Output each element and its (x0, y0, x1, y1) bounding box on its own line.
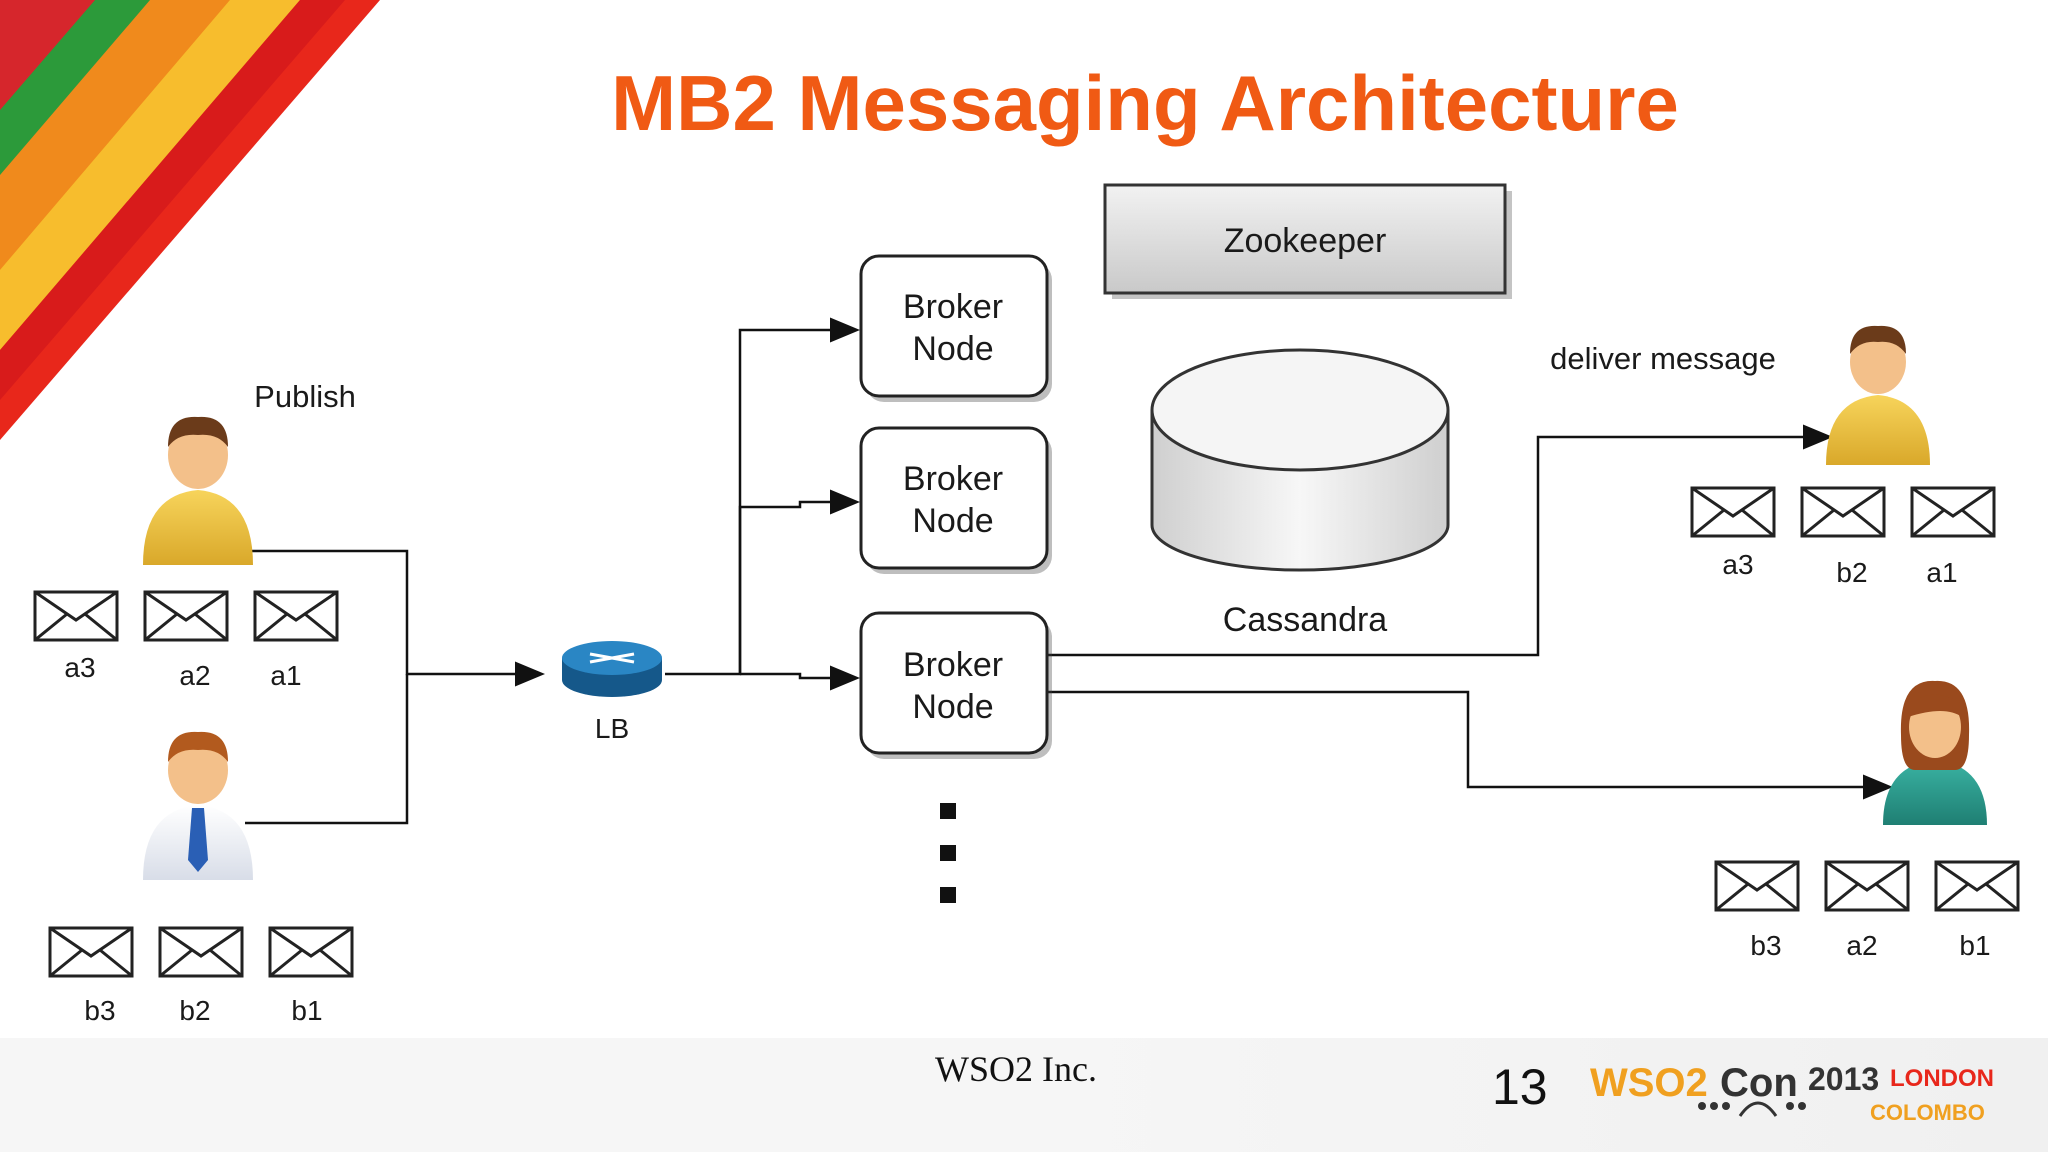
message-label: b1 (291, 995, 322, 1026)
cassandra-label: Cassandra (1223, 601, 1388, 639)
svg-text:2013: 2013 (1808, 1061, 1879, 1097)
message-label: a3 (1722, 549, 1753, 580)
lb-label: LB (595, 713, 629, 744)
subscriber-1-messages: a3 b2 a1 (1690, 486, 1996, 588)
envelope-icon (1690, 486, 1776, 538)
message-label: b1 (1959, 930, 1990, 961)
cassandra-database-icon (1150, 348, 1450, 572)
broker-node-3-line1: Broker (903, 646, 1003, 684)
envelope-icon (268, 926, 354, 978)
broker-node-1-line2: Node (912, 330, 993, 368)
broker-node-1: Broker Node (859, 254, 1052, 402)
svg-text:COLOMBO: COLOMBO (1870, 1100, 1985, 1125)
svg-text:WSO2: WSO2 (1590, 1061, 1708, 1105)
message-label: a2 (179, 660, 210, 691)
envelope-icon (1800, 486, 1886, 538)
footer-company: WSO2 Inc. (935, 1049, 1097, 1089)
envelope-icon (1824, 860, 1910, 912)
wso2con-logo: WSO2 Con 2013 LONDON COLOMBO (1590, 1061, 1994, 1125)
message-label: a1 (1926, 557, 1957, 588)
envelope-icon (253, 590, 339, 642)
envelope-icon (33, 590, 119, 642)
envelope-icon (48, 926, 134, 978)
publisher-2-avatar (143, 731, 253, 880)
broker-node-2: Broker Node (859, 426, 1052, 574)
broker-node-2-line2: Node (912, 502, 993, 540)
slide-title: MB2 Messaging Architecture (611, 59, 1679, 147)
page-number: 13 (1492, 1059, 1548, 1115)
message-label: b2 (1836, 557, 1867, 588)
load-balancer-router-icon (562, 641, 662, 697)
subscriber-2-messages: b3 a2 b1 (1714, 860, 2020, 961)
envelope-icon (158, 926, 244, 978)
message-label: b3 (84, 995, 115, 1026)
envelope-icon (1934, 860, 2020, 912)
message-label: a2 (1846, 930, 1877, 961)
more-nodes-ellipsis (940, 803, 956, 903)
envelope-icon (1714, 860, 1800, 912)
subscriber-2-avatar (1883, 680, 1987, 825)
architecture-diagram: Zookeeper Cassandra Broker Node Broker N… (33, 183, 2020, 1026)
connections (245, 317, 1893, 825)
message-label: a1 (270, 660, 301, 691)
envelope-icon (1910, 486, 1996, 538)
subscriber-1-avatar (1826, 325, 1930, 465)
publish-label: Publish (254, 379, 356, 414)
deliver-message-label: deliver message (1550, 341, 1776, 376)
broker-node-2-line1: Broker (903, 460, 1003, 498)
message-label: b3 (1750, 930, 1781, 961)
zookeeper-label: Zookeeper (1224, 222, 1387, 260)
svg-text:LONDON: LONDON (1890, 1065, 1994, 1092)
broker-node-3: Broker Node (859, 611, 1052, 759)
message-label: a3 (64, 652, 95, 683)
envelope-icon (143, 590, 229, 642)
publisher-1-messages: a3 a2 a1 (33, 590, 339, 691)
publisher-2-messages: b3 b2 b1 (48, 926, 354, 1026)
slide-footer (0, 1038, 2048, 1152)
corner-decoration (0, 0, 380, 440)
broker-node-3-line2: Node (912, 688, 993, 726)
publisher-1-avatar (143, 416, 253, 565)
broker-node-1-line1: Broker (903, 288, 1003, 326)
message-label: b2 (179, 995, 210, 1026)
svg-text:Con: Con (1720, 1061, 1798, 1105)
zookeeper-box: Zookeeper (1103, 183, 1512, 299)
